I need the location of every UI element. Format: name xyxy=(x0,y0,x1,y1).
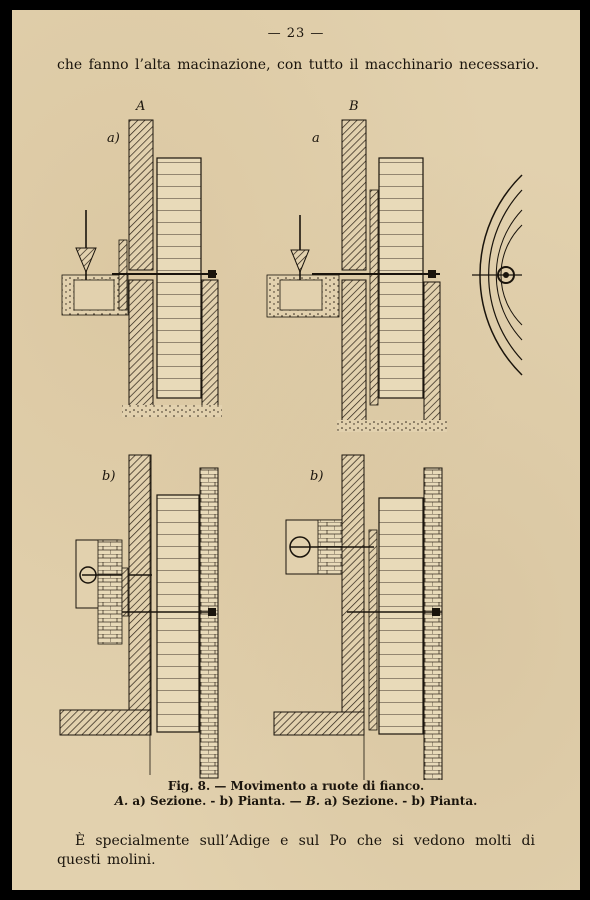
caption-text-B: a) Sezione. - b) Pianta. xyxy=(320,794,478,808)
figure-8-illustration: A B a) a b) b) xyxy=(59,99,523,780)
label-b-right: b) xyxy=(310,469,323,484)
label-b-left: b) xyxy=(102,469,115,484)
diagram-A-section xyxy=(61,119,222,417)
caption-label-B: B. xyxy=(305,794,321,808)
label-a-right: a xyxy=(312,131,320,146)
caption-text-A: a) Sezione. - b) Pianta. — xyxy=(128,794,306,808)
bottom-paragraph: È specialmente sull’Adige e sul Po che s… xyxy=(57,833,535,868)
figure-caption-title: Fig. 8. — Movimento a ruote di fianco. xyxy=(167,779,425,793)
label-A: A xyxy=(135,99,145,114)
top-paragraph: che fanno l’alta macinazione, con tutto … xyxy=(57,57,540,73)
diagram-B-section xyxy=(266,119,523,432)
figure-caption-legend: A. a) Sezione. - b) Pianta. — B. a) Sezi… xyxy=(12,794,580,809)
diagram-B-plan xyxy=(273,454,443,780)
book-page: — 23 — che fanno l’alta macinazione, con… xyxy=(12,10,580,890)
label-B: B xyxy=(348,99,359,114)
caption-label-A: A. xyxy=(114,794,129,808)
page-number: — 23 — xyxy=(267,26,325,41)
diagram-A-plan xyxy=(59,454,219,779)
label-a-left: a) xyxy=(107,131,120,146)
